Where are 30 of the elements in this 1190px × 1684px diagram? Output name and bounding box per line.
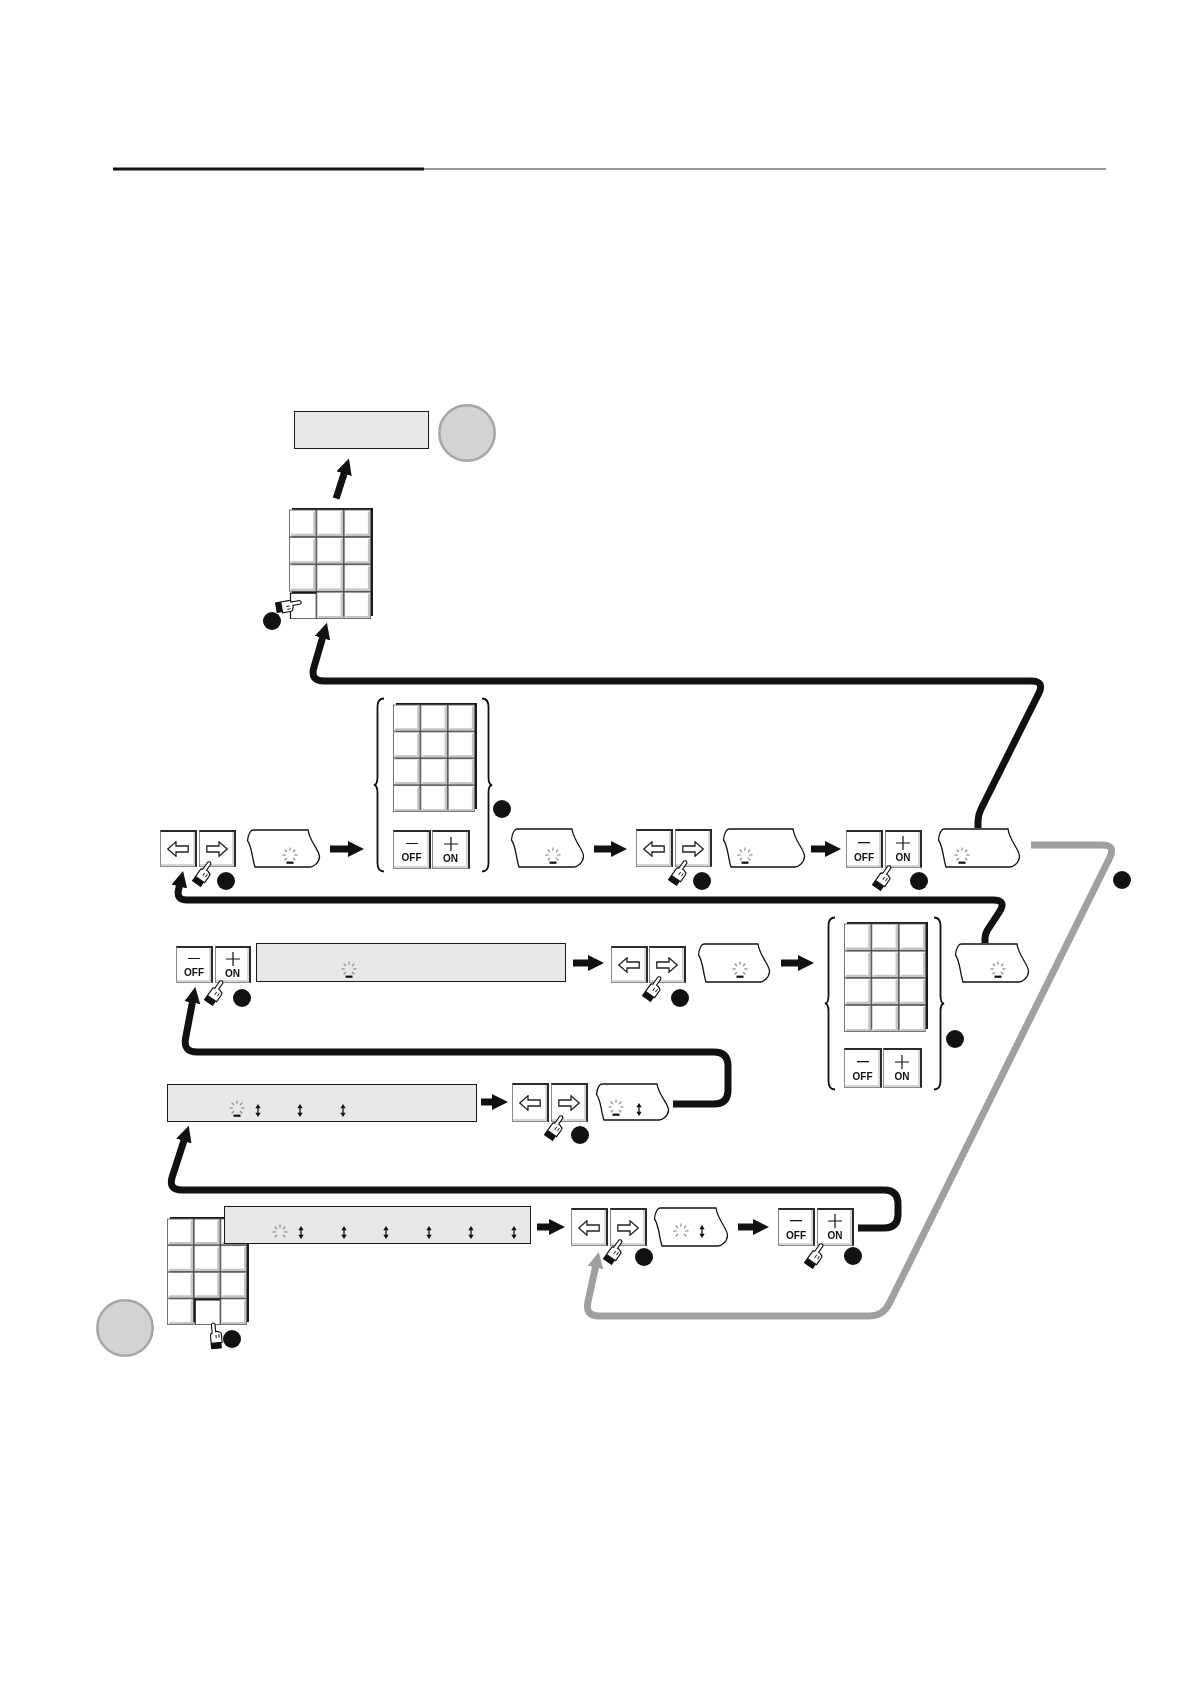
off-key: OFF [778,1208,815,1246]
off-key: OFF [844,1048,882,1088]
display-panel [256,943,566,982]
on-key: ON [215,946,251,983]
on-key: ON [432,830,470,869]
return-arrow [584,841,1114,1320]
right-arrow-key [675,829,712,867]
left-arrow-key [571,1208,608,1246]
arrow [332,458,352,500]
off-key: OFF [846,830,883,868]
left-arrow-key [160,830,197,867]
return-arrow [182,986,732,1108]
off-key: OFF [393,830,431,869]
return-arrow [171,870,1004,944]
off-key: OFF [176,946,213,983]
right-arrow-key [551,1083,588,1122]
on-key: ON [885,830,922,868]
display-panel [294,411,429,449]
right-arrow-key [610,1208,647,1246]
return-arrow [168,1125,902,1232]
on-key: ON [817,1208,854,1246]
left-arrow-key [636,829,673,867]
left-arrow-key [611,946,648,983]
display-panel [167,1084,477,1122]
return-arrow [310,622,1044,829]
on-key: ON [883,1048,922,1088]
left-arrow-key [512,1083,549,1122]
right-arrow-key [199,830,236,867]
right-arrow-key [649,946,686,983]
display-panel [224,1206,531,1244]
